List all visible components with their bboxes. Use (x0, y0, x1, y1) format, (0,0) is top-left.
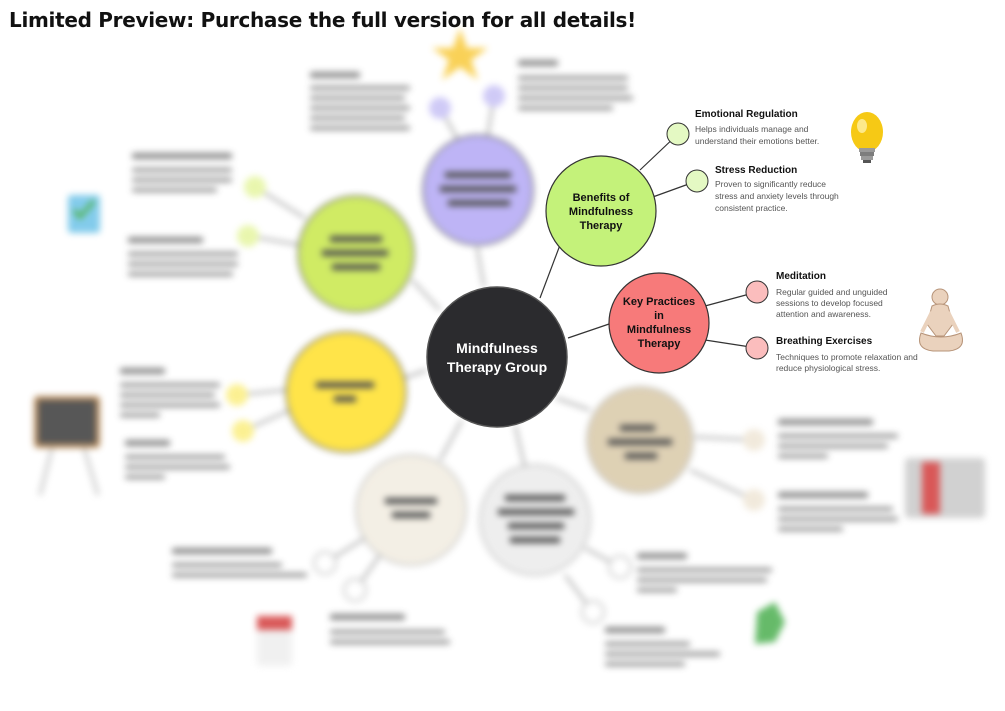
checklist-icon (68, 195, 100, 233)
center-title-line-2: Therapy Group (447, 359, 547, 375)
leaf-title: Emotional Regulation (695, 109, 798, 120)
leaf-desc-line: attention and awareness. (776, 309, 871, 319)
benefits-leaf-dot (685, 169, 709, 193)
practices-node: Key Practices in Mindfulness Therapy (608, 272, 710, 374)
lightbulb-icon (851, 112, 883, 163)
recycle-icon (755, 602, 785, 644)
blurred-node-gray (479, 464, 591, 576)
calendar-icon (257, 616, 292, 666)
leaf-desc-line: sessions to develop focused (776, 298, 883, 308)
blurred-preview-area (34, 28, 985, 666)
leaf-desc-line: reduce physiological stress. (776, 363, 880, 373)
leaf-desc-line: Helps individuals manage and (695, 124, 809, 134)
leaf-title: Stress Reduction (715, 165, 797, 176)
leaf-breathing-exercises: Breathing Exercises Techniques to promot… (776, 336, 918, 373)
practices-leaf-dot (745, 336, 769, 360)
leaf-desc-line: Regular guided and unguided (776, 287, 888, 297)
practices-title-line-2: in (654, 310, 664, 322)
practices-title-line-3: Mindfulness (627, 324, 691, 336)
center-title-line-1: Mindfulness (456, 340, 538, 356)
benefits-leaf-dot (666, 122, 690, 146)
benefits-title-line-3: Therapy (580, 220, 624, 232)
people-icon (905, 458, 985, 518)
benefits-title-line-1: Benefits of (573, 192, 630, 204)
practices-leaf-dot (745, 280, 769, 304)
preview-banner: Limited Preview: Purchase the full versi… (9, 8, 636, 32)
leaf-desc-line: Techniques to promote relaxation and (776, 352, 918, 362)
leaf-desc-line: consistent practice. (715, 203, 788, 213)
leaf-desc-line: stress and anxiety levels through (715, 191, 839, 201)
blurred-node-cream (355, 454, 467, 566)
chalkboard-icon (34, 396, 100, 496)
meditation-figure-icon (919, 288, 963, 352)
leaf-emotional-regulation: Emotional Regulation Helps individuals m… (695, 109, 819, 146)
leaf-desc-line: Proven to significantly reduce (715, 179, 826, 189)
leaf-title: Breathing Exercises (776, 336, 873, 347)
blurred-node-yellow (285, 331, 407, 453)
leaf-desc-line: understand their emotions better. (695, 136, 819, 146)
practices-title-line-1: Key Practices (623, 296, 695, 308)
leaf-stress-reduction: Stress Reduction Proven to significantly… (715, 165, 839, 213)
leaf-title: Meditation (776, 271, 826, 282)
star-icon (432, 28, 488, 80)
leaf-meditation: Meditation Regular guided and unguided s… (776, 271, 888, 319)
benefits-node: Benefits of Mindfulness Therapy (545, 155, 657, 267)
center-node: Mindfulness Therapy Group (426, 286, 568, 428)
benefits-title-line-2: Mindfulness (569, 206, 633, 218)
practices-title-line-4: Therapy (638, 338, 682, 350)
